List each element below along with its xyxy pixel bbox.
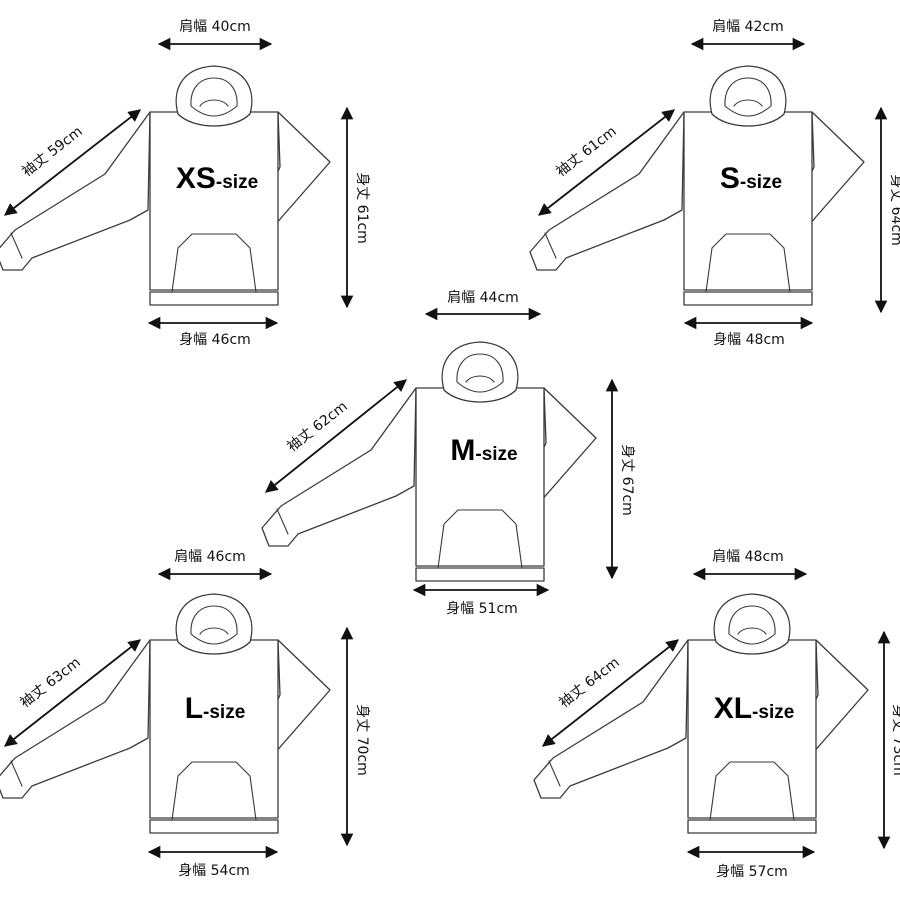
shoulder-label-s: 肩幅 42cm	[712, 19, 784, 35]
sleeve-arrow-s	[538, 109, 675, 216]
length-label-l: 身丈 70cm	[354, 704, 370, 776]
body-width-label-s: 身幅 48cm	[713, 332, 785, 348]
size-main-s: S	[720, 162, 740, 195]
body-width-label-m: 身幅 51cm	[446, 601, 518, 617]
sleeve-label-m: 袖丈 62cm	[284, 399, 350, 456]
size-group-xl: 肩幅 48cm 袖丈 64cm 身丈 73cm 身幅 57cm XL-size	[533, 549, 900, 880]
length-label-s: 身丈 64cm	[888, 174, 900, 246]
length-label-m: 身丈 67cm	[619, 444, 635, 516]
size-main-m: M	[450, 434, 475, 467]
sleeve-arrow-xl	[542, 639, 679, 747]
body-width-label-xs: 身幅 46cm	[179, 332, 251, 348]
body-width-label-l: 身幅 54cm	[178, 863, 250, 879]
sleeve-label-s: 袖丈 61cm	[553, 124, 619, 181]
shoulder-label-xs: 肩幅 40cm	[179, 19, 251, 35]
size-title-s: S-size	[720, 162, 782, 195]
size-suffix-m: -size	[475, 444, 517, 465]
shoulder-label-m: 肩幅 44cm	[447, 290, 519, 306]
size-suffix-s: -size	[740, 172, 782, 193]
size-title-m: M-size	[450, 434, 517, 467]
length-label-xs: 身丈 61cm	[354, 172, 370, 244]
size-title-l: L-size	[185, 692, 246, 725]
body-width-label-xl: 身幅 57cm	[716, 864, 788, 880]
hoodie-s-illustration	[529, 65, 865, 306]
shoulder-label-l: 肩幅 46cm	[174, 549, 246, 565]
size-group-xs: 肩幅 40cm 袖丈 59cm 身丈 61cm 身幅 46cm XS-size	[0, 19, 370, 348]
size-title-xs: XS-size	[176, 162, 258, 195]
size-suffix-l: -size	[203, 702, 245, 723]
size-title-xl: XL-size	[714, 692, 795, 725]
size-group-s: 肩幅 42cm 袖丈 61cm 身丈 64cm 身幅 48cm S-size	[529, 19, 900, 348]
sleeve-label-l: 袖丈 63cm	[17, 655, 83, 712]
hoodie-xs-illustration	[0, 65, 331, 306]
size-group-m: 肩幅 44cm 袖丈 62cm 身丈 67cm 身幅 51cm M-size	[261, 290, 635, 617]
sleeve-arrow-xs	[4, 109, 141, 216]
size-main-xs: XS	[176, 162, 216, 195]
hoodie-l-illustration	[0, 593, 331, 834]
hoodie-m-illustration	[261, 341, 597, 582]
size-main-xl: XL	[714, 692, 752, 725]
size-main-l: L	[185, 692, 203, 725]
size-suffix-xs: -size	[216, 172, 258, 193]
shoulder-label-xl: 肩幅 48cm	[712, 549, 784, 565]
sleeve-arrow-m	[265, 379, 407, 493]
sleeve-label-xl: 袖丈 64cm	[556, 655, 622, 712]
length-label-xl: 身丈 73cm	[890, 704, 900, 776]
sleeve-arrow-l	[4, 639, 141, 747]
size-group-l: 肩幅 46cm 袖丈 63cm 身丈 70cm 身幅 54cm L-size	[0, 549, 370, 879]
sleeve-label-xs: 袖丈 59cm	[19, 124, 85, 181]
size-suffix-xl: -size	[752, 702, 794, 723]
